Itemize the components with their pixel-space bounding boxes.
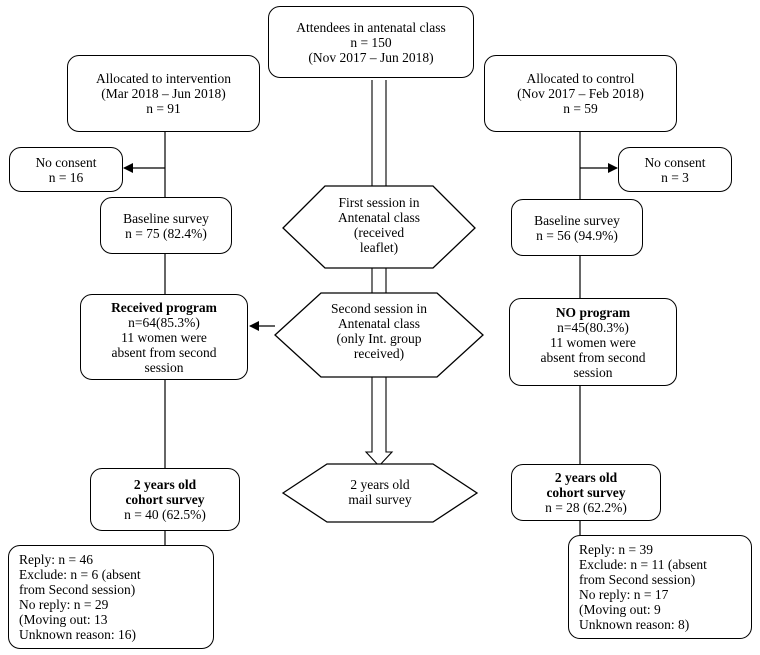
first-session-hexagon — [282, 185, 476, 269]
control-allocated-period: (Nov 2017 – Feb 2018) — [517, 86, 644, 101]
mail-survey-label: 2 years old mail survey — [305, 477, 455, 507]
control-no-consent-count: n = 3 — [661, 169, 689, 185]
control-allocated-box: Allocated to control (Nov 2017 – Feb 201… — [484, 55, 677, 132]
control-baseline-box: Baseline survey n = 56 (94.9%) — [511, 199, 643, 256]
control-exclude-reason: from Second session) — [579, 572, 696, 587]
control-program-note2: absent from second — [540, 349, 646, 365]
control-cohort-box: 2 years old cohort survey n = 28 (62.2%) — [511, 464, 661, 521]
intervention-baseline-box: Baseline survey n = 75 (82.4%) — [100, 197, 232, 254]
intervention-exclude-count: Exclude: n = 6 (absent — [19, 567, 141, 582]
second-session-line2: Antenatal class — [337, 316, 421, 331]
control-program-count: n=45(80.3%) — [557, 319, 629, 335]
second-session-line4: received) — [353, 346, 405, 361]
second-session-line3: (only Int. group — [336, 331, 422, 346]
control-cohort-title1: 2 years old — [554, 470, 618, 485]
intervention-no-consent-box: No consent n = 16 — [9, 147, 123, 192]
control-allocated-count: n = 59 — [563, 101, 598, 116]
intervention-allocated-box: Allocated to intervention (Mar 2018 – Ju… — [67, 55, 260, 132]
control-reply-box: Reply: n = 39 Exclude: n = 11 (absent fr… — [568, 535, 752, 639]
intervention-cohort-title1: 2 years old — [133, 477, 197, 492]
control-program-box: NO program n=45(80.3%) 11 women were abs… — [509, 298, 677, 386]
intervention-program-note3: session — [144, 359, 184, 375]
attendees-count: n = 150 — [350, 34, 392, 50]
control-no-reply-count: No reply: n = 17 — [579, 587, 669, 602]
intervention-cohort-box: 2 years old cohort survey n = 40 (62.5%) — [90, 468, 240, 531]
control-program-note3: session — [573, 364, 613, 380]
mail-survey-line2: mail survey — [348, 492, 412, 507]
intervention-program-count: n=64(85.3%) — [128, 314, 200, 330]
control-no-consent-label: No consent — [644, 154, 706, 170]
first-session-line4: leaflet) — [359, 240, 399, 255]
intervention-allocated-count: n = 91 — [146, 101, 181, 116]
intervention-moving-out: (Moving out: 13 — [19, 612, 108, 627]
control-reply-count: Reply: n = 39 — [579, 542, 653, 557]
intervention-baseline-count: n = 75 (82.4%) — [125, 225, 207, 241]
second-session-hexagon — [274, 292, 484, 378]
intervention-reply-box: Reply: n = 46 Exclude: n = 6 (absent fro… — [8, 545, 214, 649]
intervention-allocated-period: (Mar 2018 – Jun 2018) — [101, 86, 226, 101]
intervention-program-note1: 11 women were — [121, 329, 207, 345]
intervention-no-reply-count: No reply: n = 29 — [19, 597, 109, 612]
first-session-line2: Antenatal class — [337, 210, 421, 225]
control-cohort-title2: cohort survey — [546, 485, 626, 500]
attendees-title: Attendees in antenatal class — [296, 19, 446, 35]
attendees-box: Attendees in antenatal class n = 150 (No… — [268, 6, 474, 78]
control-baseline-label: Baseline survey — [534, 212, 620, 228]
intervention-no-consent-label: No consent — [35, 154, 97, 170]
control-program-note1: 11 women were — [550, 334, 636, 350]
intervention-allocated-title: Allocated to intervention — [96, 71, 231, 86]
second-session-label: Second session in Antenatal class (only … — [296, 301, 462, 361]
attendees-period: (Nov 2017 – Jun 2018) — [308, 49, 434, 65]
intervention-program-title: Received program — [111, 299, 217, 315]
central-hollow-arrow — [364, 80, 394, 467]
intervention-cohort-count: n = 40 (62.5%) — [124, 507, 206, 522]
intervention-exclude-reason: from Second session) — [19, 582, 136, 597]
first-session-line1: First session in — [338, 195, 420, 210]
control-moving-out: (Moving out: 9 — [579, 602, 661, 617]
first-session-line3: (received — [353, 225, 405, 240]
intervention-unknown-reason: Unknown reason: 16) — [19, 627, 136, 642]
intervention-program-box: Received program n=64(85.3%) 11 women we… — [80, 294, 248, 380]
first-session-label: First session in Antenatal class (receiv… — [300, 195, 458, 255]
control-exclude-count: Exclude: n = 11 (absent — [579, 557, 707, 572]
second-session-line1: Second session in — [331, 301, 427, 316]
intervention-program-note2: absent from second — [111, 344, 217, 360]
mail-survey-hexagon — [281, 463, 479, 523]
control-allocated-title: Allocated to control — [526, 71, 635, 86]
intervention-reply-count: Reply: n = 46 — [19, 552, 93, 567]
control-unknown-reason: Unknown reason: 8) — [579, 617, 690, 632]
control-no-consent-box: No consent n = 3 — [618, 147, 732, 192]
intervention-baseline-label: Baseline survey — [123, 210, 209, 226]
intervention-no-consent-count: n = 16 — [48, 169, 84, 185]
control-baseline-count: n = 56 (94.9%) — [536, 227, 618, 243]
control-cohort-count: n = 28 (62.2%) — [545, 500, 627, 515]
control-program-title: NO program — [555, 304, 631, 320]
mail-survey-line1: 2 years old — [350, 477, 410, 492]
intervention-cohort-title2: cohort survey — [125, 492, 205, 507]
